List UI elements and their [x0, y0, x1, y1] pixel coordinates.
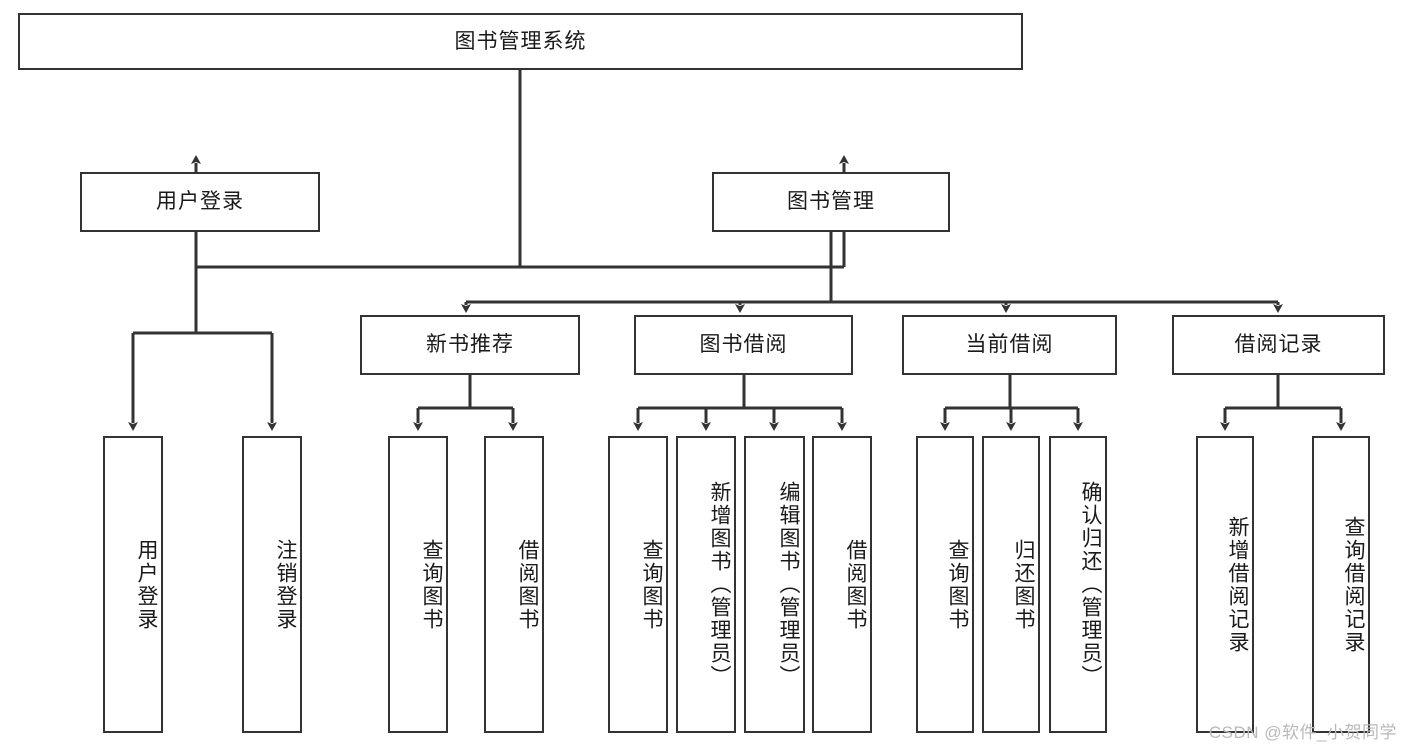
node-leaf-add-book[interactable]: 新增图书（管理员）: [676, 436, 736, 733]
node-current-borrow[interactable]: 当前借阅: [902, 315, 1117, 375]
node-book-manage[interactable]: 图书管理: [712, 172, 950, 232]
node-leaf-query-record[interactable]: 查询借阅记录: [1312, 436, 1370, 733]
node-leaf-add-record[interactable]: 新增借阅记录: [1196, 436, 1254, 733]
node-leaf-add-book-label: 新增图书（管理员）: [708, 481, 731, 688]
node-leaf-borrow-book-1[interactable]: 借阅图书: [484, 436, 544, 733]
node-root[interactable]: 图书管理系统: [18, 13, 1023, 70]
node-new-book-rec-label: 新书推荐: [426, 333, 514, 357]
node-borrow-record[interactable]: 借阅记录: [1172, 315, 1385, 375]
node-leaf-add-record-label: 新增借阅记录: [1226, 515, 1249, 654]
node-user-login[interactable]: 用户登录: [80, 172, 320, 232]
node-leaf-logout[interactable]: 注销登录: [242, 436, 302, 733]
node-current-borrow-label: 当前借阅: [965, 333, 1054, 357]
node-leaf-query-book-3-label: 查询图书: [946, 538, 969, 631]
node-leaf-query-book-1[interactable]: 查询图书: [388, 436, 448, 733]
node-leaf-query-book-3[interactable]: 查询图书: [916, 436, 974, 733]
node-leaf-confirm-return-label: 确认归还（管理员）: [1079, 481, 1102, 688]
node-leaf-return-book[interactable]: 归还图书: [982, 436, 1040, 733]
node-root-label: 图书管理系统: [454, 29, 587, 53]
node-book-borrow-label: 图书借阅: [699, 333, 788, 357]
watermark: CSDN @软件_小贺同学: [1208, 723, 1397, 742]
node-leaf-return-book-label: 归还图书: [1012, 538, 1035, 631]
node-leaf-user-login-label: 用户登录: [135, 538, 158, 631]
node-leaf-query-book-1-label: 查询图书: [420, 538, 443, 631]
node-leaf-query-book-2-label: 查询图书: [640, 538, 663, 631]
node-leaf-edit-book[interactable]: 编辑图书（管理员）: [744, 436, 805, 733]
node-borrow-record-label: 借阅记录: [1234, 333, 1323, 357]
node-book-borrow[interactable]: 图书借阅: [634, 315, 853, 375]
node-leaf-logout-label: 注销登录: [274, 538, 297, 631]
node-leaf-confirm-return[interactable]: 确认归还（管理员）: [1049, 436, 1107, 733]
node-leaf-borrow-book-1-label: 借阅图书: [516, 538, 539, 631]
node-book-manage-label: 图书管理: [787, 190, 875, 214]
node-leaf-edit-book-label: 编辑图书（管理员）: [777, 481, 800, 688]
node-leaf-query-record-label: 查询借阅记录: [1342, 515, 1365, 654]
node-leaf-borrow-book-2[interactable]: 借阅图书: [812, 436, 872, 733]
node-leaf-borrow-book-2-label: 借阅图书: [844, 538, 867, 631]
node-new-book-rec[interactable]: 新书推荐: [360, 315, 580, 375]
node-user-login-label: 用户登录: [156, 190, 244, 214]
node-leaf-user-login[interactable]: 用户登录: [103, 436, 163, 733]
node-leaf-query-book-2[interactable]: 查询图书: [608, 436, 668, 733]
